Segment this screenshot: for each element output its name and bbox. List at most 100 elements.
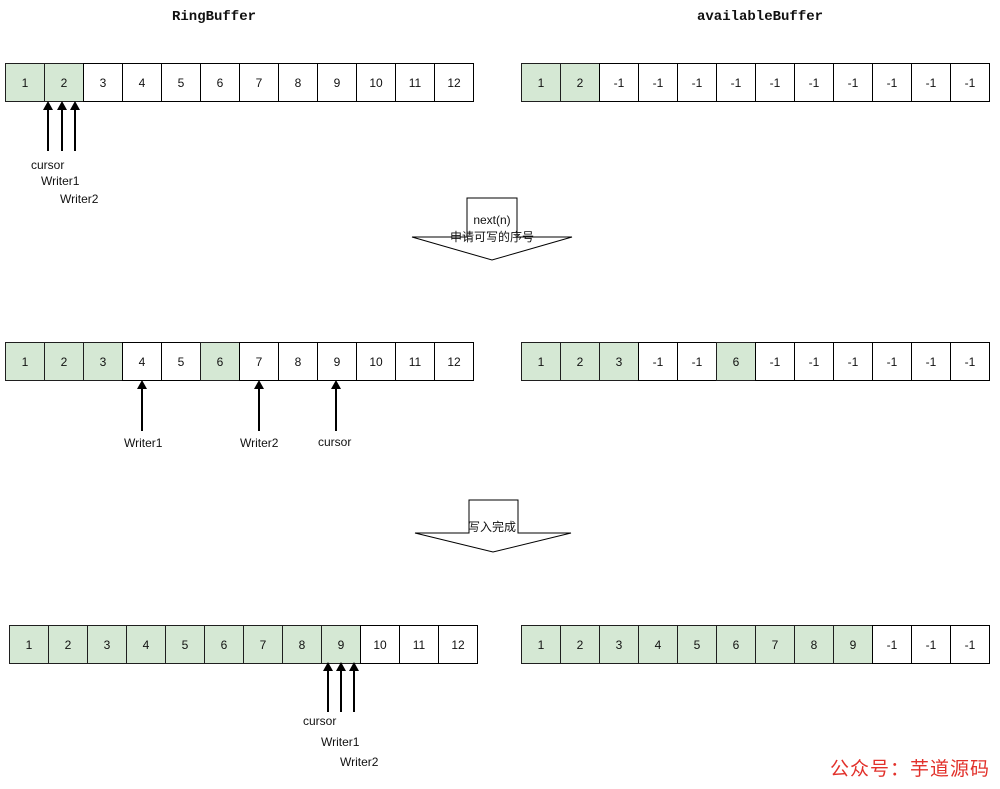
stage3-cursor-label: cursor xyxy=(303,714,337,728)
buffer-cell: 1 xyxy=(5,342,45,381)
buffer-cell: 12 xyxy=(438,625,478,664)
stage2-cursor-arrow xyxy=(331,380,341,431)
buffer-cell: 7 xyxy=(239,342,279,381)
buffer-cell: -1 xyxy=(677,63,717,102)
buffer-cell: 11 xyxy=(395,63,435,102)
stage3-writer1-arrow xyxy=(336,662,346,712)
buffer-cell: 4 xyxy=(122,342,162,381)
stage1-writer2-label: Writer2 xyxy=(60,192,99,206)
buffer-cell: 11 xyxy=(395,342,435,381)
buffer-cell: 2 xyxy=(560,342,600,381)
buffer-cell: 7 xyxy=(243,625,283,664)
buffer-cell: 9 xyxy=(833,625,873,664)
buffer-cell: -1 xyxy=(677,342,717,381)
buffer-cell: 10 xyxy=(360,625,400,664)
buffer-cell: 8 xyxy=(278,342,318,381)
buffer-cell: 6 xyxy=(716,342,756,381)
buffer-cell: -1 xyxy=(599,63,639,102)
watermark: 公众号：芋道源码 xyxy=(829,758,990,780)
buffer-cell: -1 xyxy=(911,63,951,102)
buffer-cell: 3 xyxy=(87,625,127,664)
buffer-cell: 1 xyxy=(521,63,561,102)
buffer-cell: 2 xyxy=(560,625,600,664)
buffer-cell: -1 xyxy=(872,63,912,102)
buffer-cell: 7 xyxy=(755,625,795,664)
stage2-writer1-arrow xyxy=(137,380,147,431)
buffer-cell: 8 xyxy=(794,625,834,664)
buffer-cell: 1 xyxy=(521,342,561,381)
buffer-cell: 4 xyxy=(122,63,162,102)
buffer-cell: -1 xyxy=(833,342,873,381)
buffer-cell: 3 xyxy=(599,342,639,381)
buffer-cell: 11 xyxy=(399,625,439,664)
stage3-cursor-arrow xyxy=(323,662,333,712)
stage2-writer1-label: Writer1 xyxy=(124,436,163,450)
buffer-cell: 5 xyxy=(161,63,201,102)
buffer-cell: -1 xyxy=(755,342,795,381)
step-next-label: next(n) xyxy=(473,213,511,227)
stage2-writer2-arrow xyxy=(254,380,264,431)
buffer-cell: 7 xyxy=(239,63,279,102)
step-write-done-label: 写入完成 xyxy=(467,520,516,534)
buffer-cell: 9 xyxy=(321,625,361,664)
buffer-cell: 6 xyxy=(716,625,756,664)
buffer-cell: 5 xyxy=(677,625,717,664)
buffer-cell: 4 xyxy=(638,625,678,664)
buffer-cell: -1 xyxy=(872,625,912,664)
stage1-cursor-arrow xyxy=(43,101,53,151)
buffer-cell: -1 xyxy=(950,63,990,102)
step-next-caption: 申请可写的序号 xyxy=(449,230,534,244)
stage1-writer2-arrow xyxy=(70,101,80,151)
buffer-cell: -1 xyxy=(833,63,873,102)
step-next-arrow-shape xyxy=(411,197,573,261)
buffer-cell: 3 xyxy=(599,625,639,664)
buffer-cell: 3 xyxy=(83,63,123,102)
buffer-cell: -1 xyxy=(950,342,990,381)
stage2-writer2-label: Writer2 xyxy=(240,436,279,450)
buffer-cell: 1 xyxy=(5,63,45,102)
buffer-cell: 2 xyxy=(44,63,84,102)
buffer-cell: 10 xyxy=(356,63,396,102)
buffer-cell: -1 xyxy=(794,342,834,381)
buffer-cell: 2 xyxy=(44,342,84,381)
buffer-cell: 8 xyxy=(278,63,318,102)
buffer-cell: -1 xyxy=(638,63,678,102)
buffer-cell: -1 xyxy=(755,63,795,102)
buffer-cell: 12 xyxy=(434,342,474,381)
buffer-cell: 9 xyxy=(317,342,357,381)
buffer-cell: -1 xyxy=(794,63,834,102)
stage3-writer1-label: Writer1 xyxy=(321,735,360,749)
stage3-writer2-label: Writer2 xyxy=(340,755,379,769)
stage2-cursor-label: cursor xyxy=(318,435,352,449)
step-write-done-arrow-shape xyxy=(414,499,572,553)
stage1-cursor-label: cursor xyxy=(31,158,65,172)
buffer-cell: -1 xyxy=(911,342,951,381)
buffer-cell: 2 xyxy=(48,625,88,664)
buffer-cell: 10 xyxy=(356,342,396,381)
buffer-cell: -1 xyxy=(872,342,912,381)
buffer-cell: -1 xyxy=(911,625,951,664)
ringbuffer-title: RingBuffer xyxy=(172,9,257,25)
buffer-cell: 8 xyxy=(282,625,322,664)
buffer-cell: 2 xyxy=(560,63,600,102)
buffer-cell: 4 xyxy=(126,625,166,664)
available-buffer-title: availableBuffer xyxy=(697,9,824,25)
buffer-cell: -1 xyxy=(638,342,678,381)
buffer-cell: 1 xyxy=(521,625,561,664)
buffer-cell: -1 xyxy=(716,63,756,102)
stage1-writer1-arrow xyxy=(57,101,67,151)
buffer-cell: -1 xyxy=(950,625,990,664)
buffer-cell: 12 xyxy=(434,63,474,102)
buffer-cell: 5 xyxy=(165,625,205,664)
buffer-cell: 3 xyxy=(83,342,123,381)
stage3-writer2-arrow xyxy=(349,662,359,712)
buffer-cell: 6 xyxy=(204,625,244,664)
buffer-cell: 6 xyxy=(200,342,240,381)
buffer-cell: 5 xyxy=(161,342,201,381)
buffer-cell: 6 xyxy=(200,63,240,102)
